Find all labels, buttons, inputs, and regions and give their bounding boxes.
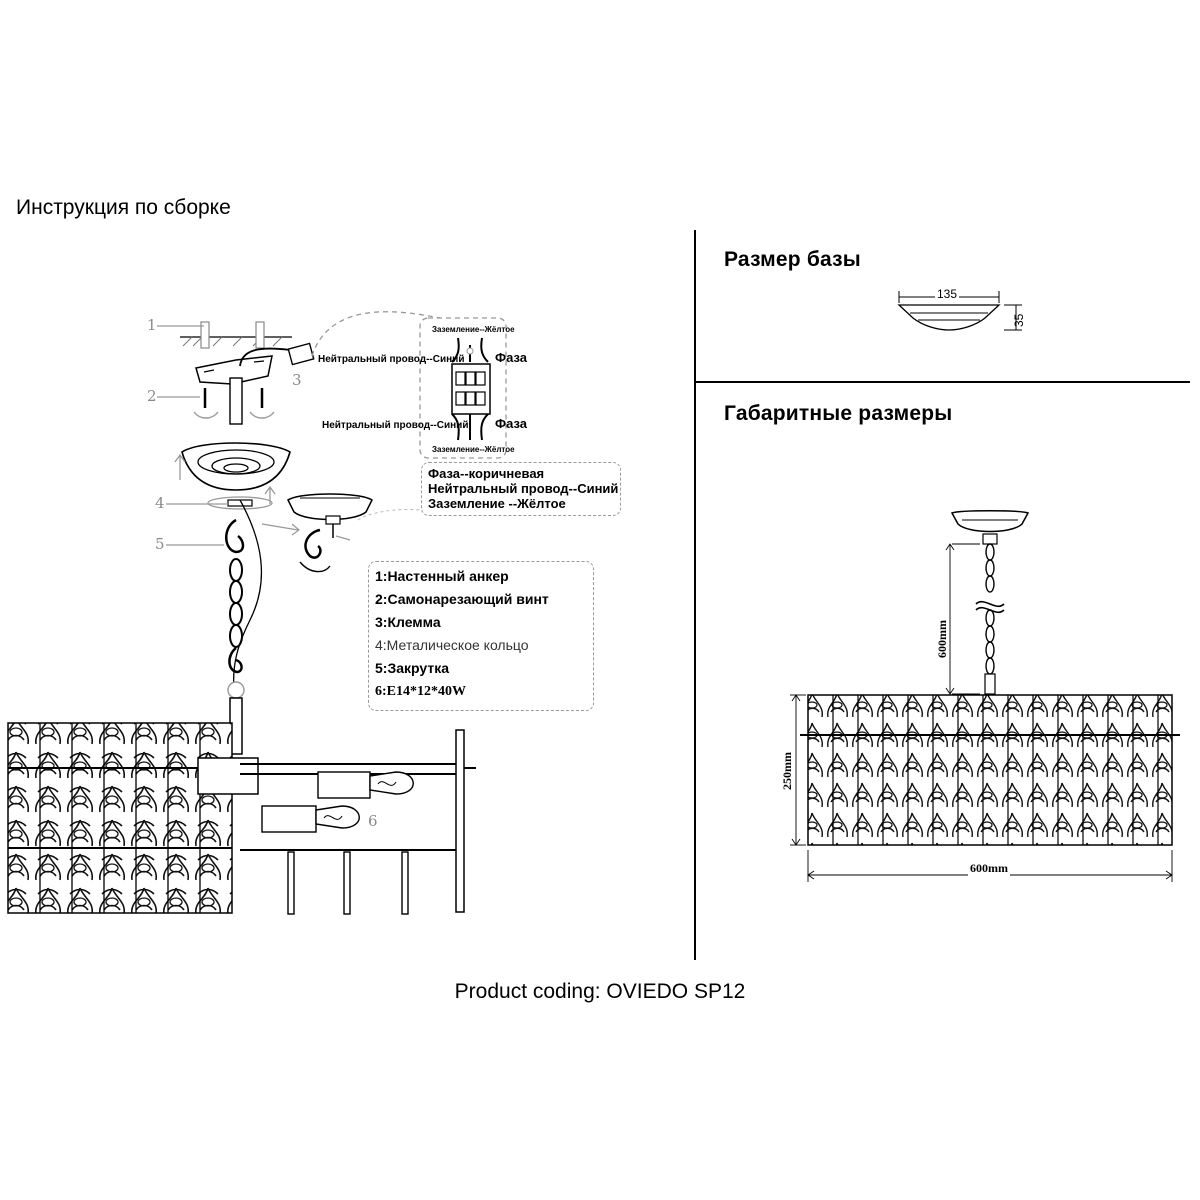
step-number-3: 3: [292, 371, 302, 389]
part-3: 3:Клемма: [375, 614, 441, 630]
canopy: [174, 442, 291, 504]
legend-neutral: Нейтральный провод--Синий: [428, 481, 619, 496]
lamp-body: [7, 681, 476, 915]
wire-phase-top: Фаза: [495, 350, 528, 365]
step-number-6: 6: [368, 812, 378, 830]
wire-phase-bottom: Фаза: [495, 416, 528, 431]
step-number-4: 4: [155, 494, 165, 512]
base-height-label: 35: [1012, 313, 1026, 327]
part-5: 5:Закрутка: [375, 660, 449, 676]
part-4: 4:Металическое кольцо: [375, 637, 529, 653]
body-width-label: 600mm: [968, 861, 1010, 876]
base-size-drawing: [897, 291, 1022, 331]
wire-neutral-top: Нейтральный провод--Синий: [318, 354, 465, 365]
overall-size-drawing: [790, 510, 1180, 882]
wire-ground-bottom: Заземление--Жёлтое: [432, 445, 515, 454]
step-number-5: 5: [155, 535, 165, 553]
parts-legend: 1:Настенный анкер 2:Самонарезающий винт …: [368, 561, 594, 711]
wire-color-legend: Фаза--коричневая Нейтральный провод--Син…: [421, 462, 621, 516]
overall-size-title: Габаритные размеры: [724, 402, 953, 425]
part-1: 1:Настенный анкер: [375, 568, 509, 584]
wire-neutral-bottom: Нейтральный провод--Синий: [322, 420, 469, 431]
body-height-label: 250mm: [780, 752, 794, 790]
part-2: 2:Самонарезающий винт: [375, 591, 549, 607]
step-leaders: [157, 325, 228, 546]
instruction-title: Инструкция по сборке: [16, 196, 231, 219]
step-number-2: 2: [147, 387, 157, 405]
legend-phase: Фаза--коричневая: [428, 466, 545, 481]
hook-detail: [261, 493, 373, 573]
step-number-1: 1: [147, 316, 157, 334]
base-size-title: Размер базы: [724, 248, 861, 271]
chain: [228, 499, 263, 691]
ceiling-mount: [180, 321, 315, 425]
part-6: 6:E14*12*40W: [375, 684, 466, 699]
terminal-block: [451, 337, 491, 441]
legend-ground: Заземление --Жёлтое: [428, 496, 566, 511]
wire-ground-top: Заземление--Жёлтое: [432, 325, 515, 334]
base-width-label: 135: [935, 287, 960, 301]
drop-height-label: 600mm: [935, 620, 949, 658]
product-code: Product coding: OVIEDO SP12: [454, 980, 746, 1003]
